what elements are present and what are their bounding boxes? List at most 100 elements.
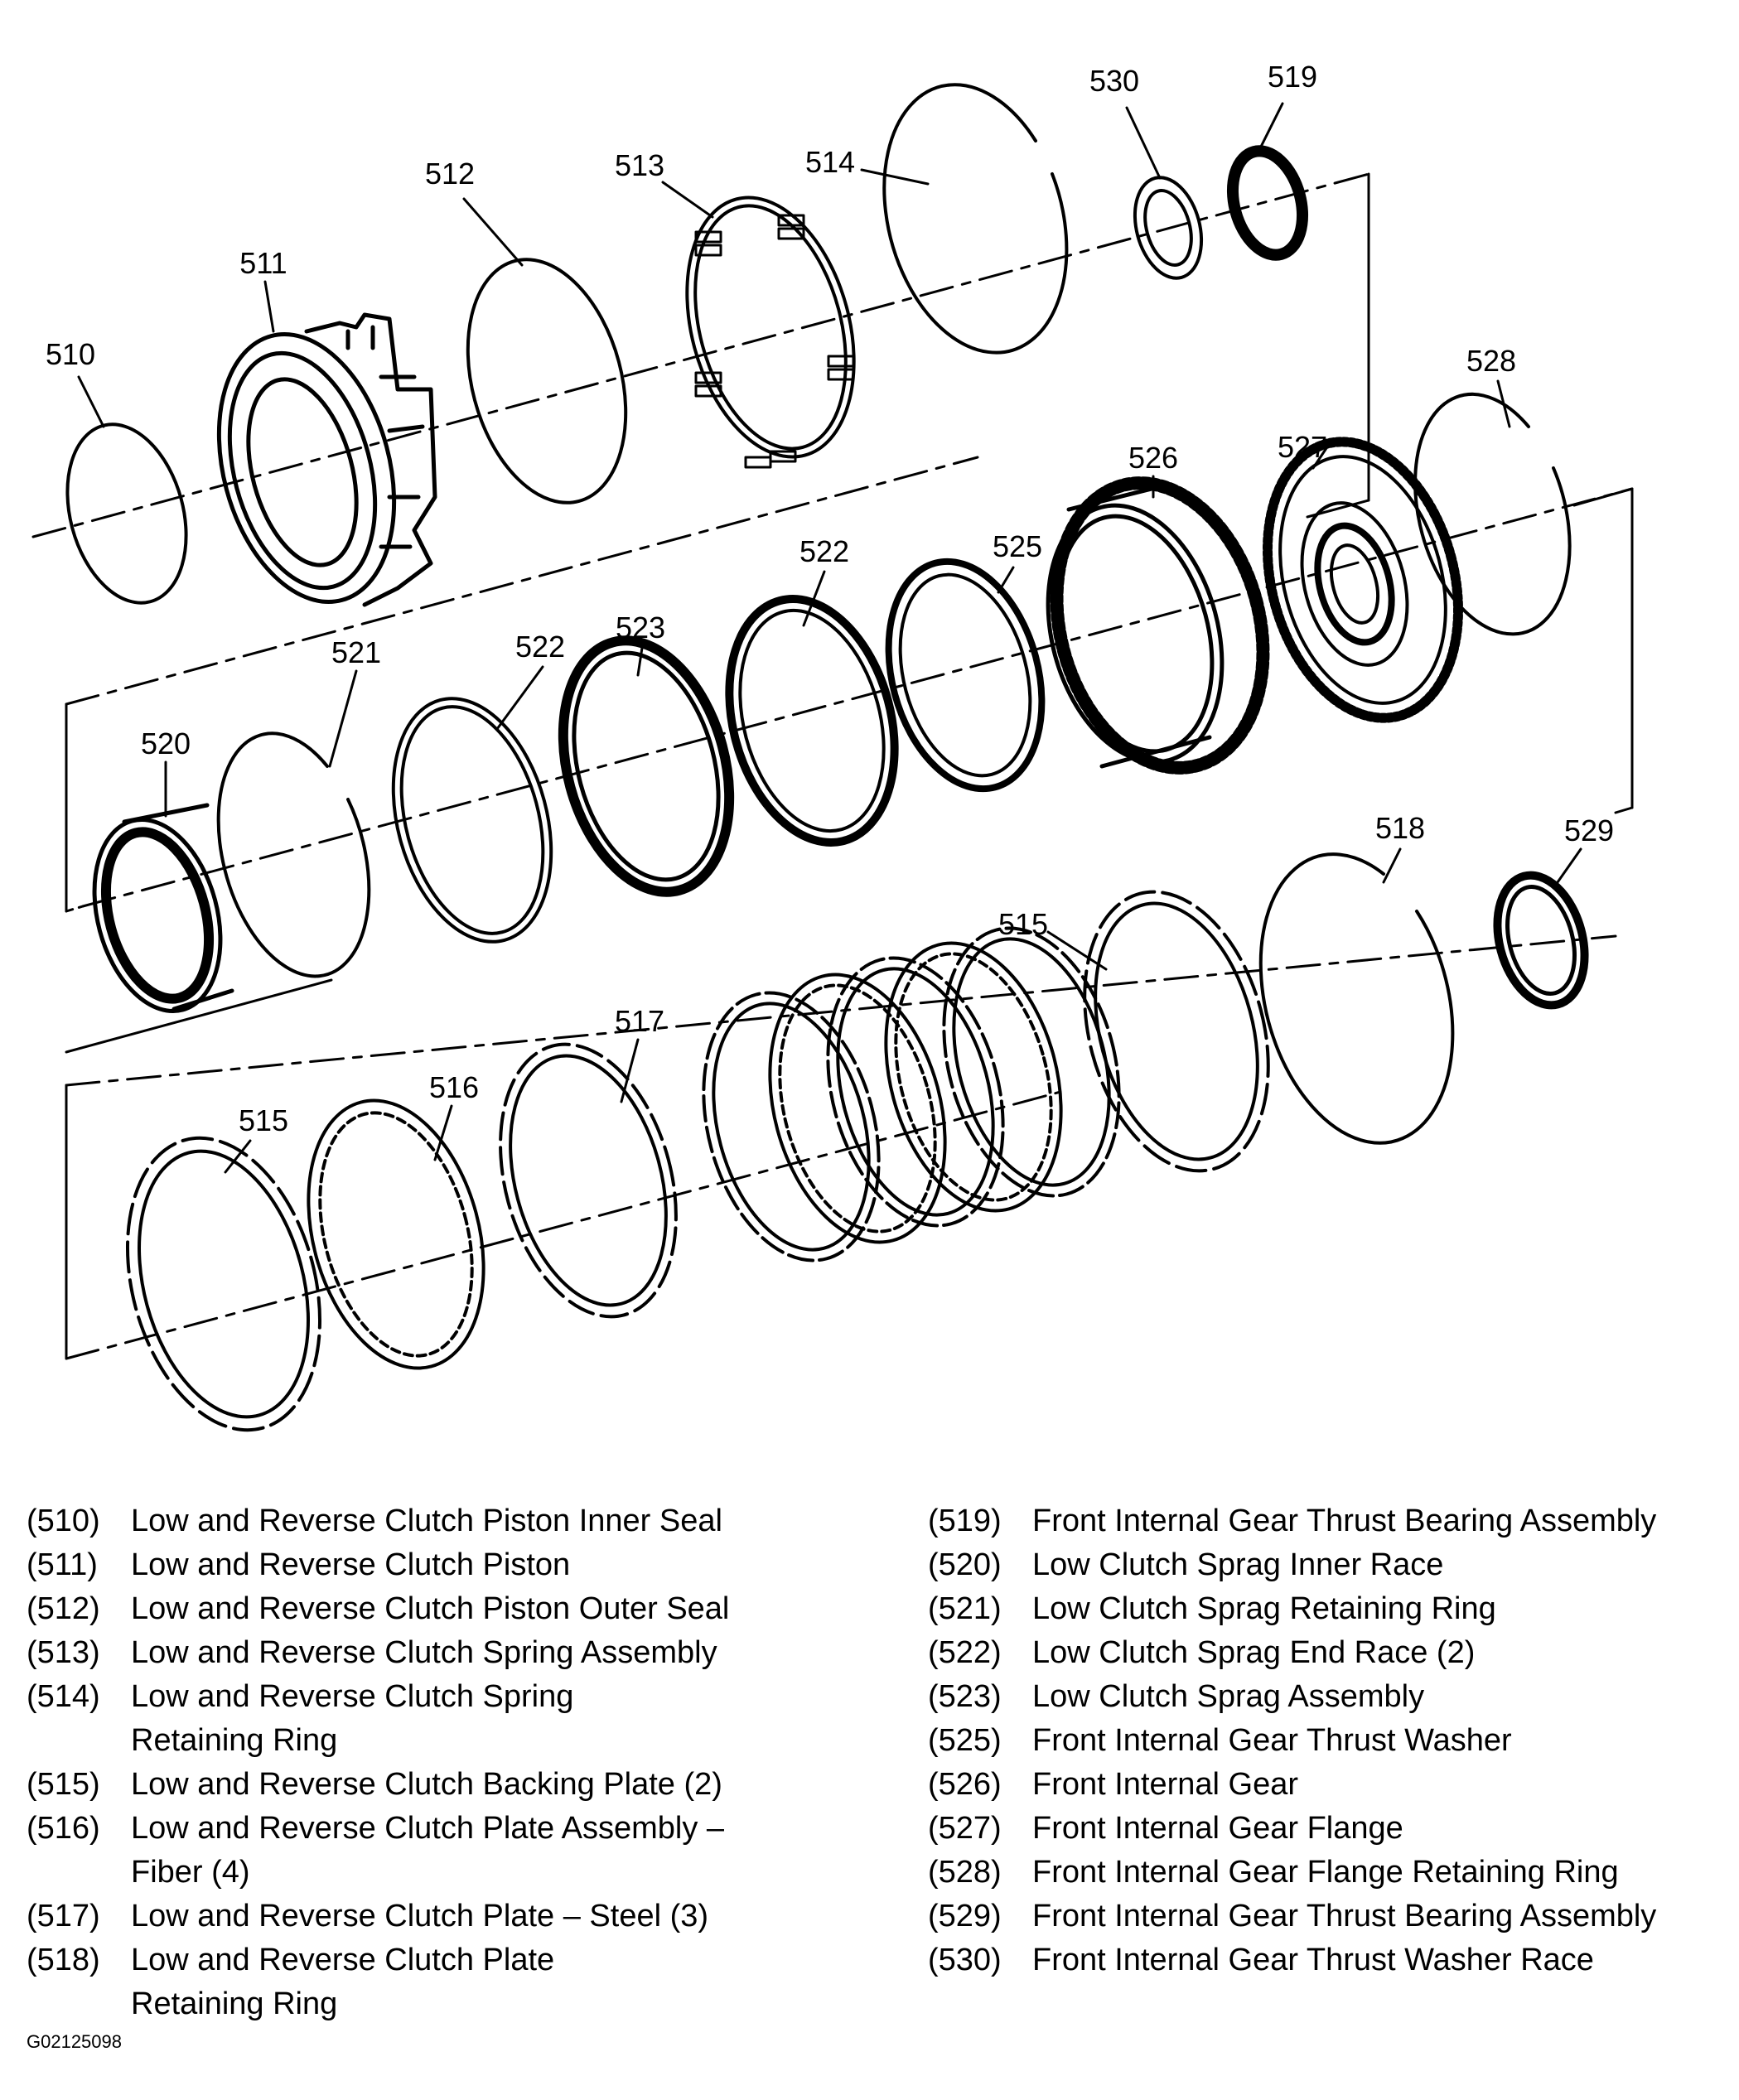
part-515-backing-plate-right: [1083, 890, 1270, 1173]
legend-item: (526) Front Internal Gear: [928, 1763, 1723, 1807]
legend-item-description: Front Internal Gear Thrust Bearing Assem…: [1032, 1504, 1657, 1538]
callout-513: 513: [615, 148, 664, 182]
part-510-inner-seal: [65, 422, 188, 605]
legend-item-description: Front Internal Gear Flange Retaining Rin…: [1032, 1855, 1619, 1890]
legend-item: (522) Low Clutch Sprag End Race (2): [928, 1631, 1723, 1675]
part-529-thrust-bearing: [1493, 871, 1589, 1010]
leader-lines: [77, 102, 1582, 1174]
legend-item-number: (513): [27, 1635, 100, 1670]
callout-512: 512: [425, 157, 475, 191]
legend-item-number: (529): [928, 1899, 1002, 1933]
legend-item-number: (528): [928, 1855, 1002, 1890]
row3-frame: [65, 934, 1617, 1360]
callout-520: 520: [141, 727, 191, 760]
legend-item: (512) Low and Reverse Clutch Piston Outer…: [27, 1587, 888, 1631]
callout-528: 528: [1466, 344, 1516, 378]
part-528-flange-retaining-ring: [1413, 392, 1572, 636]
legend-item: (527) Front Internal Gear Flange: [928, 1807, 1723, 1851]
clutch-plate-pack: [702, 926, 1121, 1262]
callout-522-left: 522: [515, 630, 565, 664]
callout-515-right: 515: [998, 907, 1048, 941]
callout-522-right: 522: [799, 534, 849, 568]
callout-530: 530: [1089, 64, 1139, 98]
legend-item-description: Low and Reverse Clutch Spring Assembly: [131, 1635, 717, 1670]
legend-item-description: Front Internal Gear: [1032, 1767, 1299, 1802]
part-511-piston: [216, 312, 437, 607]
legend-item: (516) Low and Reverse Clutch Plate Assemb…: [27, 1807, 888, 1895]
legend-item-description: Low and Reverse Clutch Spring Retaining …: [131, 1679, 574, 1758]
legend-item-description: Low Clutch Sprag Inner Race: [1032, 1547, 1444, 1582]
callout-519: 519: [1268, 60, 1317, 94]
legend-item-description: Low Clutch Sprag End Race (2): [1032, 1635, 1476, 1670]
legend-item-description: Low and Reverse Clutch Piston: [131, 1547, 571, 1582]
legend-item-number: (510): [27, 1504, 100, 1538]
callout-529: 529: [1564, 813, 1614, 847]
legend-item-number: (517): [27, 1899, 100, 1933]
row2-frame: [65, 487, 1634, 1054]
legend-item-description: Low Clutch Sprag Assembly: [1032, 1679, 1425, 1714]
legend-item-number: (516): [27, 1811, 100, 1846]
legend-item-description: Low Clutch Sprag Retaining Ring: [1032, 1591, 1496, 1626]
callout-517: 517: [615, 1004, 664, 1038]
legend-item: (517) Low and Reverse Clutch Plate – Stee…: [27, 1895, 888, 1938]
legend-item: (523) Low Clutch Sprag Assembly: [928, 1675, 1723, 1719]
legend-item-number: (530): [928, 1943, 1002, 1977]
callout-518: 518: [1375, 811, 1425, 845]
figure-id: G02125098: [27, 2031, 122, 2052]
part-525-thrust-washer: [885, 558, 1046, 793]
part-522-sprag-end-race-right: [725, 595, 899, 847]
legend-item-description: Front Internal Gear Flange: [1032, 1811, 1403, 1846]
legend-item: (514) Low and Reverse Clutch Spring Retai…: [27, 1675, 888, 1763]
legend-item-number: (527): [928, 1811, 1002, 1846]
part-522-sprag-end-race-left: [391, 697, 553, 944]
legend-item-description: Low and Reverse Clutch Backing Plate (2): [131, 1767, 722, 1802]
legend-item: (529)Front Internal Gear Thrust Bearing …: [928, 1895, 1723, 1938]
legend-item: (530) Front Internal Gear Thrust Washer R…: [928, 1938, 1723, 1982]
legend-item-description: Low and Reverse Clutch Piston Inner Seal: [131, 1504, 722, 1538]
part-513-spring-assembly: [685, 196, 856, 469]
legend-item: (521) Low Clutch Sprag Retaining Ring: [928, 1587, 1723, 1631]
callout-511: 511: [239, 246, 287, 280]
part-523-sprag-assembly: [558, 635, 735, 897]
part-520-sprag-inner-race: [92, 803, 234, 1013]
part-526-internal-gear: [1046, 476, 1270, 775]
callout-526: 526: [1128, 441, 1178, 475]
part-519-thrust-bearing: [1226, 145, 1309, 261]
legend-item-description: Front Internal Gear Thrust Washer Race: [1032, 1943, 1594, 1977]
part-527-internal-gear-flange: [1262, 437, 1464, 723]
part-530-thrust-washer-race: [1133, 176, 1204, 280]
callout-523: 523: [616, 611, 665, 644]
legend-item-description: Low and Reverse Clutch Plate Retaining R…: [131, 1943, 555, 2021]
legend-item-number: (523): [928, 1679, 1002, 1714]
legend-item: (510) Low and Reverse Clutch Piston Inner…: [27, 1499, 888, 1543]
legend-item-number: (512): [27, 1591, 100, 1626]
legend-item-number: (515): [27, 1767, 100, 1802]
legend-item-number: (521): [928, 1591, 1002, 1626]
legend-item: (513) Low and Reverse Clutch Spring Assem…: [27, 1631, 888, 1675]
legend-right-column: (519) Front Internal Gear Thrust Bearing …: [928, 1499, 1723, 1982]
legend-item: (515) Low and Reverse Clutch Backing Plat…: [27, 1763, 888, 1807]
callout-510: 510: [46, 337, 95, 371]
legend-item: (525)Front Internal Gear Thrust Washer: [928, 1719, 1723, 1763]
legend-item-number: (526): [928, 1767, 1002, 1802]
callout-515-left: 515: [239, 1103, 288, 1137]
legend-item: (528) Front Internal Gear Flange Retainin…: [928, 1851, 1723, 1895]
legend-item-description: Low and Reverse Clutch Plate Assembly – …: [131, 1811, 725, 1890]
legend-item-number: (518): [27, 1943, 100, 1977]
part-512-outer-seal: [466, 258, 628, 504]
part-515-backing-plate-left: [125, 1136, 322, 1432]
legend-item-description: Low and Reverse Clutch Piston Outer Seal: [131, 1591, 730, 1626]
legend-item: (519) Front Internal Gear Thrust Bearing …: [928, 1499, 1723, 1543]
part-521-sprag-retaining-ring: [216, 731, 371, 978]
exploded-parts-diagram: 510 511 512 513 514 530 519 528 527 526 …: [31, 60, 1634, 1432]
callout-525: 525: [993, 529, 1042, 563]
legend-item-number: (522): [928, 1635, 1002, 1670]
callout-516: 516: [429, 1070, 479, 1104]
legend-item-description: Low and Reverse Clutch Plate – Steel (3): [131, 1899, 709, 1933]
legend-item-number: (519): [928, 1504, 1002, 1538]
callout-514: 514: [805, 145, 855, 179]
legend-item-number: (525): [928, 1723, 1002, 1758]
part-518-plate-retaining-ring: [1258, 852, 1455, 1145]
legend-item-number: (514): [27, 1679, 100, 1714]
part-517-steel-plate: [499, 1042, 678, 1319]
